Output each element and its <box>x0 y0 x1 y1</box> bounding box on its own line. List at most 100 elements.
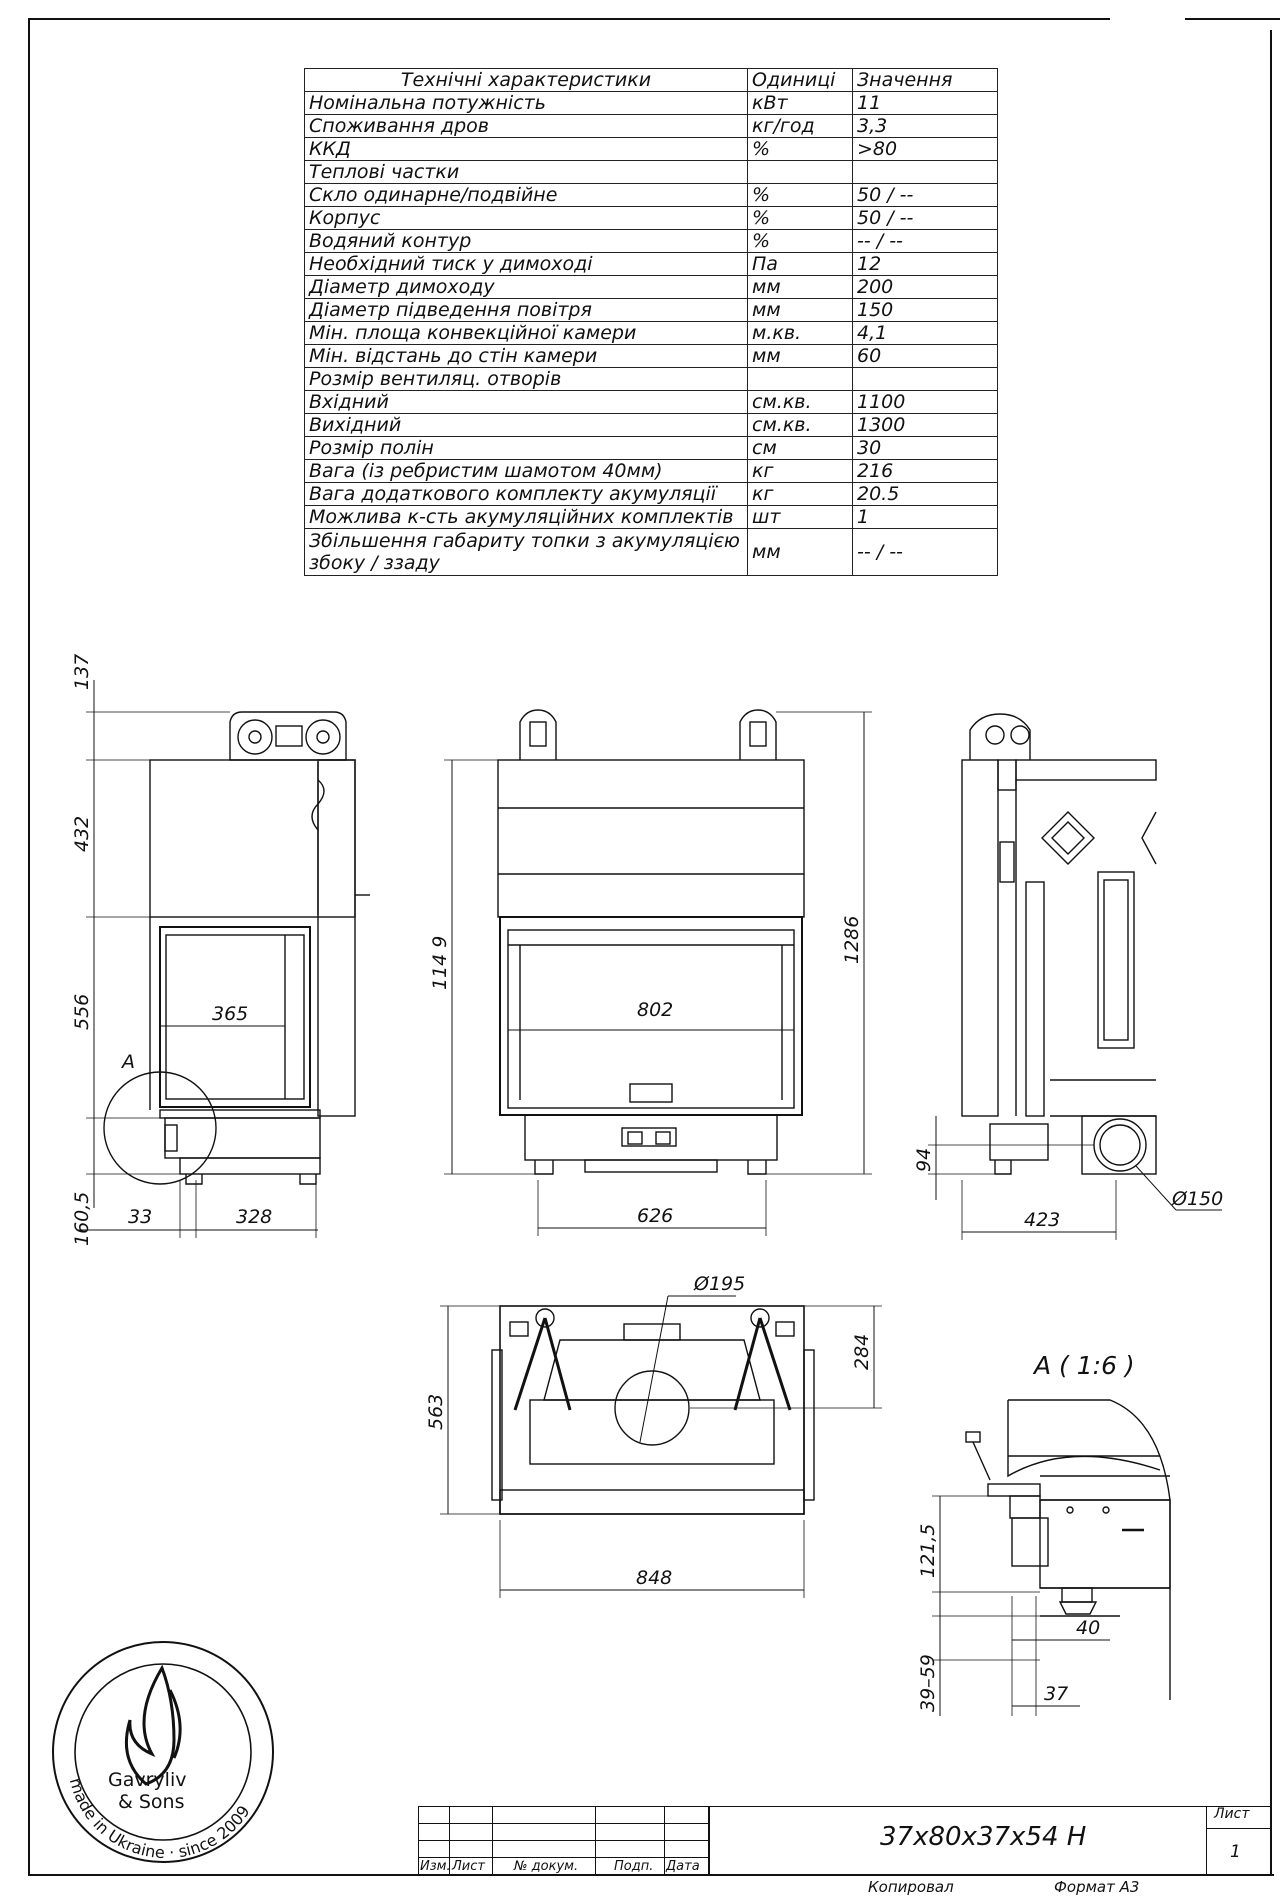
dim-556: 556 <box>71 994 93 1030</box>
spec-unit: % <box>747 229 853 253</box>
spec-unit: мм <box>747 275 853 299</box>
spec-name: Розмір полін <box>304 436 748 460</box>
spec-unit: мм <box>747 528 853 576</box>
spec-name: Діаметр димоходу <box>304 275 748 299</box>
spec-row: Збільшення габариту топки з акумуляцією … <box>304 528 998 576</box>
spec-value: 30 <box>852 436 998 460</box>
spec-name: Скло одинарне/подвійне <box>304 183 748 207</box>
spec-row: Водяний контур%-- / -- <box>304 229 998 253</box>
spec-value: -- / -- <box>852 229 998 253</box>
dim-37: 37 <box>1044 1683 1068 1705</box>
dim-d150: Ø150 <box>1171 1188 1223 1210</box>
spec-row: Скло одинарне/подвійне%50 / -- <box>304 183 998 207</box>
spec-unit: Па <box>747 252 853 276</box>
spec-unit: кг/год <box>747 114 853 138</box>
spec-value: 216 <box>852 459 998 483</box>
dim-365: 365 <box>212 1003 248 1025</box>
dim-802: 802 <box>637 999 673 1021</box>
spec-value: 150 <box>852 298 998 322</box>
spec-header-value: Значення <box>852 68 998 92</box>
spec-header-row: Технічні характеристики Одиниці Значення <box>304 68 998 92</box>
dim-94: 94 <box>913 1148 935 1172</box>
footer-format: Формат А3 <box>1054 1878 1140 1896</box>
dim-626: 626 <box>637 1205 673 1227</box>
tb-divider <box>708 1806 709 1876</box>
footer-copied: Копировал <box>868 1878 954 1896</box>
spec-name: Номінальна потужність <box>304 91 748 115</box>
spec-value: >80 <box>852 137 998 161</box>
spec-name: Вихідний <box>304 413 748 437</box>
side-view-left <box>78 680 370 1238</box>
front-view <box>444 709 872 1236</box>
spec-table: Технічні характеристики Одиниці Значення… <box>304 68 998 576</box>
spec-unit: % <box>747 206 853 230</box>
dim-563: 563 <box>425 1394 447 1430</box>
dim-423: 423 <box>1024 1209 1060 1231</box>
spec-unit: м.кв. <box>747 321 853 345</box>
detail-title: A ( 1:6 ) <box>1032 1351 1135 1380</box>
dim-33: 33 <box>128 1206 152 1228</box>
tb-divider-sheet <box>1206 1806 1207 1876</box>
tb-head-izm: Изм. <box>420 1859 451 1874</box>
dim-1286: 1286 <box>841 916 863 964</box>
spec-name: Корпус <box>304 206 748 230</box>
spec-unit: кг <box>747 459 853 483</box>
dim-848: 848 <box>636 1567 672 1589</box>
detail-marker-a: A <box>120 1051 135 1073</box>
spec-name: Діаметр підведення повітря <box>304 298 748 322</box>
spec-value: -- / -- <box>852 528 998 576</box>
logo-name: Gavryliv <box>108 1769 186 1791</box>
sheet-label: Лист <box>1214 1806 1250 1822</box>
detail-a <box>932 1399 1171 1716</box>
spec-name: Вага (із ребристим шамотом 40мм) <box>304 459 748 483</box>
dim-432: 432 <box>71 816 93 852</box>
spec-value: 12 <box>852 252 998 276</box>
top-view <box>440 1295 882 1598</box>
frame-top-line-right <box>1185 18 1280 20</box>
side-view-right <box>928 713 1222 1240</box>
dim-d195: Ø195 <box>693 1273 745 1295</box>
tb-top-line <box>418 1806 1270 1807</box>
frame-right-line <box>1270 30 1272 1876</box>
spec-name: Розмір вентиляц. отворів <box>304 367 748 391</box>
spec-name: Мін. площа конвекційної камери <box>304 321 748 345</box>
frame-top-line <box>28 18 1110 20</box>
dim-40: 40 <box>1076 1617 1100 1639</box>
spec-name: Споживання дров <box>304 114 748 138</box>
title-block: Изм. Лист № докум. Подп. Дата 37x80x37x5… <box>418 1806 1270 1876</box>
spec-header-name: Технічні характеристики <box>304 68 748 92</box>
dim-284: 284 <box>851 1334 873 1370</box>
spec-unit: см.кв. <box>747 413 853 437</box>
spec-unit: мм <box>747 344 853 368</box>
spec-name: Вага додаткового комплекту акумуляції <box>304 482 748 506</box>
spec-row: Розмір вентиляц. отворів <box>304 367 998 391</box>
dim-328: 328 <box>236 1206 272 1228</box>
spec-name: Збільшення габариту топки з акумуляцією … <box>304 528 748 576</box>
dim-39-59: 39–59 <box>917 1654 939 1712</box>
logo-seal <box>52 1641 274 1863</box>
spec-name: ККД <box>304 137 748 161</box>
spec-unit: мм <box>747 298 853 322</box>
tb-divider-sheet-h <box>1206 1828 1270 1829</box>
drawing-title: 37x80x37x54 H <box>880 1822 1087 1852</box>
sheet-frame <box>28 18 1274 1876</box>
spec-unit: % <box>747 137 853 161</box>
tb-head-sign: Подп. <box>614 1859 654 1874</box>
dimension-labels: 137 432 556 160,5 33 328 365 A 114 9 128… <box>66 654 1223 1862</box>
spec-unit: шт <box>747 505 853 529</box>
dim-160-5: 160,5 <box>71 1192 93 1246</box>
spec-row: ККД%>80 <box>304 137 998 161</box>
title-block-grid <box>418 1806 710 1875</box>
tb-head-list: Лист <box>452 1859 485 1874</box>
dim-121-5: 121,5 <box>917 1524 939 1578</box>
